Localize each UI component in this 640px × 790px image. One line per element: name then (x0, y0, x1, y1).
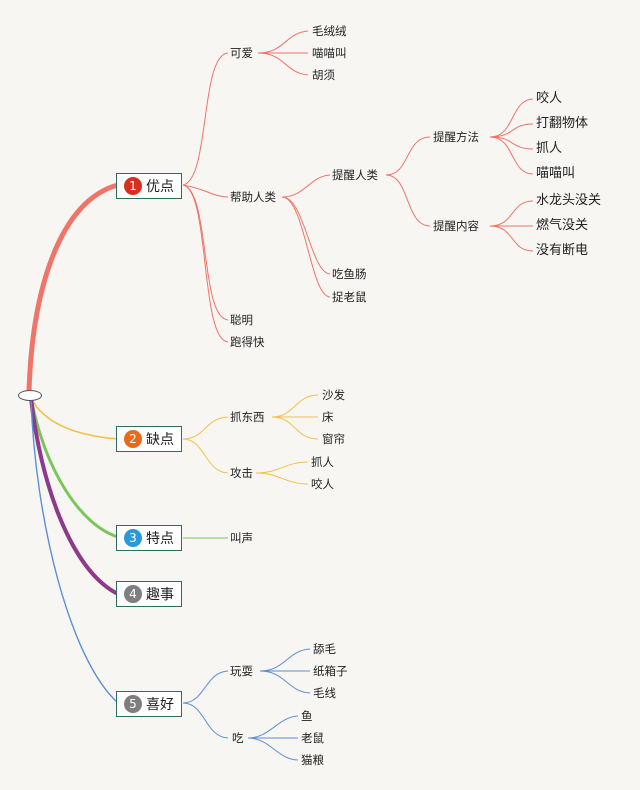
node-fluffy[interactable]: 毛绒绒 (312, 24, 347, 38)
topic-number-badge: 5 (124, 695, 142, 713)
node-help-humans[interactable]: 帮助人类 (230, 190, 276, 204)
topic-fun[interactable]: 4 趣事 (116, 581, 182, 607)
node-remind-content[interactable]: 提醒内容 (433, 219, 479, 233)
node-remind-humans[interactable]: 提醒人类 (332, 168, 378, 182)
topic-label: 优点 (146, 179, 174, 195)
topic-label: 特点 (146, 531, 174, 547)
node-yarn[interactable]: 毛线 (313, 686, 336, 700)
node-knock-over[interactable]: 打翻物体 (536, 116, 589, 131)
node-whiskers[interactable]: 胡须 (312, 68, 335, 82)
node-bed[interactable]: 床 (322, 410, 334, 424)
topic-disadvantages[interactable]: 2 缺点 (116, 426, 182, 452)
node-voice[interactable]: 叫声 (230, 531, 253, 545)
node-sofa[interactable]: 沙发 (322, 388, 345, 402)
node-power[interactable]: 没有断电 (536, 243, 589, 258)
trunk-advantages (26, 182, 119, 393)
node-scratch-things[interactable]: 抓东西 (230, 410, 265, 424)
node-bite[interactable]: 咬人 (536, 91, 563, 106)
central-topic-oval[interactable] (18, 390, 42, 401)
topic-label: 趣事 (146, 587, 174, 603)
topic-features[interactable]: 3 特点 (116, 525, 182, 551)
topic-label: 缺点 (146, 432, 174, 448)
node-lick-fur[interactable]: 舔毛 (313, 642, 336, 656)
trunk-disadvantages (30, 397, 119, 440)
node-cute[interactable]: 可爱 (230, 46, 253, 60)
node-curtain[interactable]: 窗帘 (322, 432, 345, 446)
node-catch-mice[interactable]: 捉老鼠 (332, 290, 367, 304)
node-faucet[interactable]: 水龙头没关 (536, 193, 602, 208)
node-attack[interactable]: 攻击 (230, 466, 253, 480)
node-gas[interactable]: 燃气没关 (536, 218, 589, 233)
trunk-features (29, 397, 119, 539)
trunk-likes (30, 397, 119, 704)
node-meow-2[interactable]: 喵喵叫 (536, 166, 576, 181)
node-meow[interactable]: 喵喵叫 (312, 46, 347, 60)
node-scratch-people[interactable]: 抓人 (311, 455, 334, 469)
trunk-fun (29, 397, 119, 596)
topic-label: 喜好 (146, 697, 174, 713)
node-smart[interactable]: 聪明 (230, 313, 253, 327)
node-fish[interactable]: 鱼 (301, 709, 313, 723)
node-mouse[interactable]: 老鼠 (301, 731, 324, 745)
topic-number-badge: 4 (124, 585, 142, 603)
node-run-fast[interactable]: 跑得快 (230, 335, 265, 349)
topic-number-badge: 3 (124, 529, 142, 547)
node-play[interactable]: 玩耍 (230, 664, 253, 678)
node-scratch[interactable]: 抓人 (536, 141, 563, 156)
node-cat-food[interactable]: 猫粮 (301, 753, 324, 767)
node-remind-method[interactable]: 提醒方法 (433, 130, 479, 144)
topic-likes[interactable]: 5 喜好 (116, 691, 182, 717)
node-cardboard-box[interactable]: 纸箱子 (313, 664, 348, 678)
node-bite-people[interactable]: 咬人 (311, 477, 334, 491)
node-eat-fish-sausage[interactable]: 吃鱼肠 (332, 267, 367, 281)
node-eat[interactable]: 吃 (232, 731, 244, 745)
topic-number-badge: 2 (124, 430, 142, 448)
topic-number-badge: 1 (124, 177, 142, 195)
topic-advantages[interactable]: 1 优点 (116, 173, 182, 199)
